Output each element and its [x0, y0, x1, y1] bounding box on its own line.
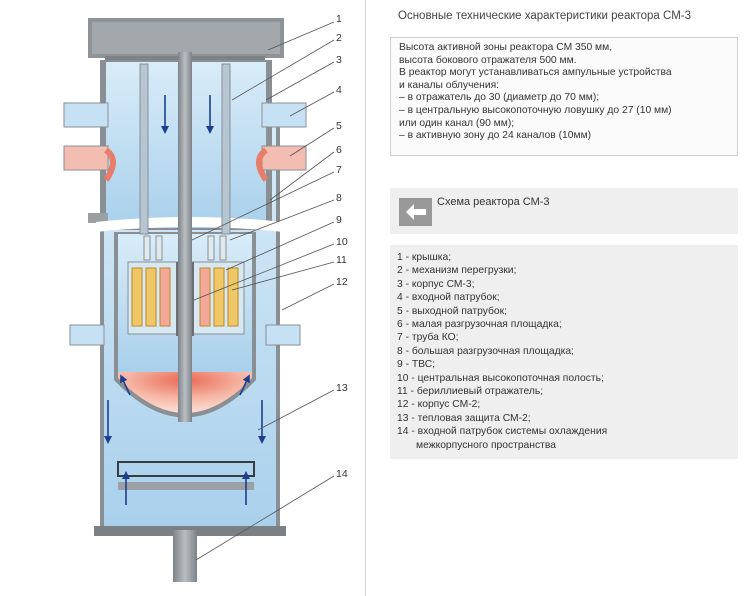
legend-item: 11 - бериллиевый отражатель; [397, 386, 544, 398]
legend-item: 2 - механизм перегрузки; [397, 265, 517, 277]
legend-item: 8 - большая разгрузочная площадка; [397, 345, 574, 357]
legend-item: 12 - корпус СМ-2; [397, 399, 481, 411]
side-plug [88, 213, 108, 223]
legend-item: 1 - крышка; [397, 252, 452, 263]
callout-number: 5 [336, 120, 342, 132]
legend-item: 13 - тепловая защита СМ-2; [397, 412, 531, 424]
schema-nav[interactable]: Схема реактора СМ-3 [390, 188, 738, 234]
spec-line: – в активную зону до 24 каналов (10мм) [399, 130, 592, 142]
divider [365, 0, 366, 596]
legend-item: 6 - малая разгрузочная площадка; [397, 319, 562, 331]
legend-item: 5 - выходной патрубок; [397, 305, 507, 317]
callout-number: 8 [336, 192, 342, 204]
callout-number: 3 [336, 54, 342, 66]
thermal-shield [117, 461, 255, 490]
legend-item: 14 - входной патрубок системы охлаждения [397, 426, 608, 438]
callout-number: 1 [336, 13, 342, 25]
callout-number: 13 [336, 382, 348, 394]
spec-line: или один канал (90 мм); [399, 117, 515, 129]
legend-item: 9 - ТВС; [397, 359, 435, 371]
callout-number: 7 [336, 164, 342, 176]
callout-number: 6 [336, 144, 342, 156]
callout-number: 10 [336, 236, 348, 248]
legend-item: 10 - центральная высокопоточная полость; [397, 372, 604, 384]
callout-number: 14 [336, 468, 348, 480]
back-button[interactable] [399, 198, 432, 226]
callout-number: 9 [336, 214, 342, 226]
callout-number: 12 [336, 276, 348, 288]
spec-line: – в отражатель до 30 (диаметр до 70 мм); [399, 92, 600, 104]
spec-line: и каналы облучения: [399, 79, 500, 91]
flow-arrows [104, 95, 266, 505]
spec-line: – в центральную высокопоточную ловушку д… [399, 104, 672, 116]
reactor-tubes [139, 52, 231, 422]
legend-item: 7 - труба КО; [397, 332, 459, 344]
inlet-nozzles [63, 102, 307, 128]
callout-number: 11 [336, 254, 347, 266]
legend-panel: 1 - крышка; 2 - механизм перегрузки;3 - к… [390, 245, 738, 459]
legend-item: 4 - входной патрубок; [397, 292, 500, 304]
callout-number: 2 [336, 32, 342, 44]
schema-link[interactable]: Схема реактора СМ-3 [437, 196, 550, 208]
legend-item: 3 - корпус СМ-3; [397, 278, 475, 290]
specs-panel: Высота активной зоны реактора СМ 350 мм,… [390, 37, 738, 156]
arrow-left-icon [405, 204, 426, 220]
leader-lines [191, 21, 335, 561]
outer-vessel-flanges [69, 324, 301, 346]
callout-number: 4 [336, 84, 342, 96]
page-title: Основные технические характеристики реак… [398, 10, 692, 22]
spec-line: В реактор могут устанавливаться ампульны… [399, 67, 672, 79]
legend-item: межкорпусного пространства [416, 439, 556, 451]
outlet-nozzles [63, 145, 307, 182]
spec-line: Высота активной зоны реактора СМ 350 мм, [399, 42, 613, 53]
spec-line: высота бокового отражателя 500 мм. [399, 54, 577, 66]
